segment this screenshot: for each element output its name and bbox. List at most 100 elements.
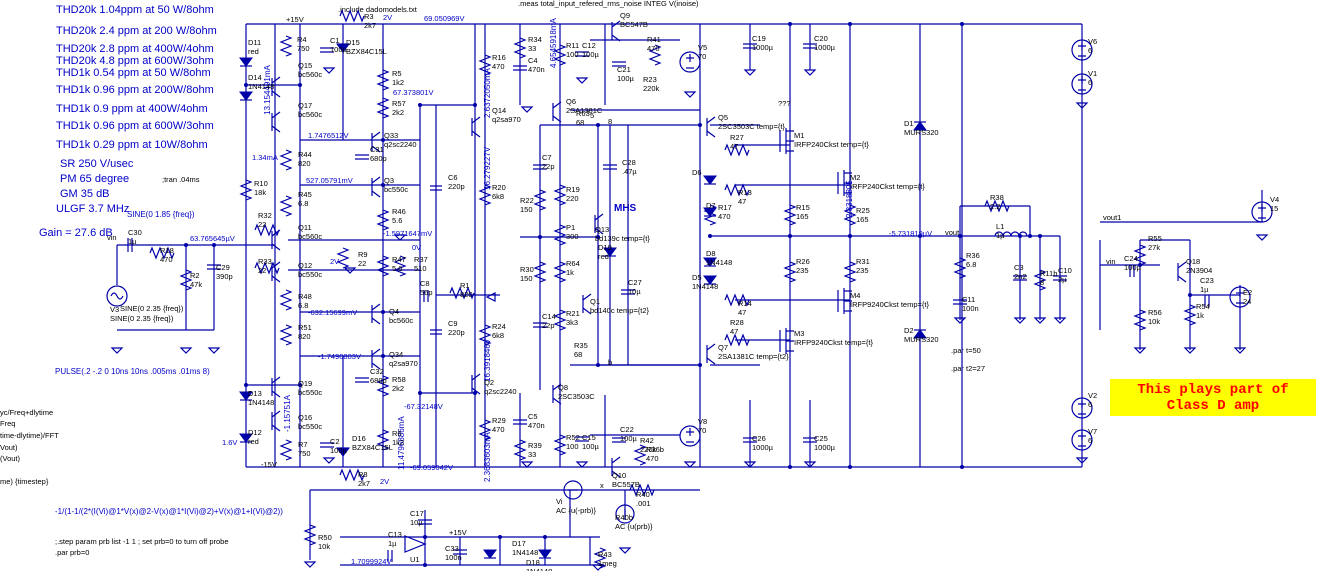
- class-d-note-line: Class D amp: [1166, 397, 1260, 414]
- gain-label: Gain = 27.6 dB: [39, 227, 113, 239]
- component-value: 5.6: [392, 264, 402, 273]
- component-ref: Q8: [558, 383, 568, 392]
- component-value: 6.8: [298, 301, 308, 310]
- component-ref: Q2: [484, 378, 494, 387]
- component-value: bc550c: [298, 270, 322, 279]
- component-ref: R20: [492, 183, 506, 192]
- net-label-plus15: +15V: [286, 15, 304, 24]
- component-ref: C15: [582, 433, 596, 442]
- component-ref: D19: [598, 243, 612, 252]
- component-value: 24: [1243, 297, 1251, 306]
- component-value: bc550c: [298, 388, 322, 397]
- component-ref: C13: [388, 530, 402, 539]
- component-value: 100µ: [582, 50, 600, 59]
- component-value: 33: [528, 44, 536, 53]
- component-ref: V1: [1088, 69, 1097, 78]
- component-ref: R51: [298, 323, 312, 332]
- component-ref: R50: [318, 533, 332, 542]
- component-value: 220k: [643, 84, 660, 93]
- par-directive: .par t=50: [951, 346, 981, 355]
- component-ref: C25: [814, 434, 828, 443]
- component-ref: R1: [460, 281, 470, 290]
- component-value: 8: [1040, 278, 1044, 287]
- component-ref: C11: [962, 295, 975, 304]
- vertical-readouts: 13.154491mA 2.6372050mA 16.279227V 4.654…: [263, 18, 854, 482]
- component-value: 150: [520, 274, 533, 283]
- component-value: 750: [297, 44, 310, 53]
- component-ref: R28: [730, 318, 744, 327]
- current-readout: 4.6545918mA: [549, 18, 558, 68]
- component-ref: R5: [392, 69, 402, 78]
- voltage-sources: [106, 39, 1273, 524]
- component-ref: C3: [1014, 263, 1024, 272]
- component-value: 1N4148: [512, 548, 538, 557]
- component-value: 100µ: [617, 74, 635, 83]
- component-ref: V4: [1270, 195, 1279, 204]
- capacitors: [127, 43, 1210, 562]
- node-voltage: 2V: [380, 477, 389, 486]
- component-ref: Q16: [298, 413, 312, 422]
- net-label-unknown: ???: [778, 99, 791, 108]
- component-ref: C21: [617, 65, 631, 74]
- net-label-vout1: vout1: [1103, 213, 1121, 222]
- node-voltage: 527.05791mV: [306, 176, 353, 185]
- component-ref: R6: [392, 429, 402, 438]
- component-ref: R40b: [615, 513, 633, 522]
- component-value: bc560c: [298, 232, 322, 241]
- perf-line: ULGF 3.7 MHz: [56, 203, 129, 215]
- component-ref: R57: [392, 99, 406, 108]
- component-value: 470: [492, 62, 505, 71]
- component-ref: C7: [542, 153, 552, 162]
- component-ref: Vi: [556, 497, 563, 506]
- component-ref: R38: [990, 193, 1004, 202]
- component-ref: Q1: [590, 297, 600, 306]
- opamp-u1: [404, 535, 427, 553]
- component-value: 47: [738, 308, 746, 317]
- component-ref: C19: [752, 34, 766, 43]
- component-value: 1µ: [1200, 285, 1209, 294]
- component-value: 2k7: [364, 21, 376, 30]
- component-value: IRFP240Ckst temp={t}: [850, 182, 925, 191]
- component-value: 150: [520, 205, 533, 214]
- component-value: 2k7: [358, 479, 370, 488]
- component-ref: D6: [692, 168, 702, 177]
- component-ref: R55: [1148, 234, 1162, 243]
- voltage-readout: 16.279227V: [483, 146, 492, 190]
- net-label-vin: vin: [107, 233, 117, 242]
- component-ref: Q5: [718, 113, 728, 122]
- component-ref: R27: [730, 133, 744, 142]
- component-ref: R32: [258, 211, 272, 220]
- component-value: 18k: [254, 188, 266, 197]
- component-ref: C24: [1124, 254, 1138, 263]
- component-value: 70: [698, 52, 706, 61]
- node-voltage: -67.32148V: [404, 402, 443, 411]
- component-ref: D8: [706, 249, 716, 258]
- component-ref: C23: [1200, 276, 1214, 285]
- component-value: 100µ: [330, 45, 348, 54]
- component-value: 390p: [216, 272, 233, 281]
- component-ref: V2: [1088, 391, 1097, 400]
- component-value: 22: [258, 266, 266, 275]
- component-value: 47: [738, 197, 746, 206]
- component-labels: R32k7R4750D15BZX84C15LR51k2R572k2Q15bc56…: [110, 11, 1279, 571]
- component-value: IRFP9240Ckst temp={t}: [794, 338, 873, 347]
- component-value: red: [248, 47, 259, 56]
- component-ref: C30: [128, 228, 142, 237]
- component-value: red: [248, 437, 259, 446]
- component-value: q2sa970: [389, 359, 418, 368]
- component-ref: R39: [528, 441, 542, 450]
- node-voltage: -1.7490803V: [318, 352, 361, 361]
- component-ref: R58: [392, 375, 406, 384]
- component-value: 6.8: [298, 199, 308, 208]
- component-value: 680p: [370, 376, 387, 385]
- component-ref: U1: [410, 555, 420, 564]
- node-voltage: -5.731819µV: [889, 229, 932, 238]
- include-directive: .include dadomodels.txt: [338, 5, 418, 14]
- inductor-l1: [994, 231, 1028, 237]
- output-stage: [710, 24, 1263, 467]
- component-ref: P1: [566, 223, 575, 232]
- component-value: 1000µ: [814, 43, 836, 52]
- spec-line: THD1k 0.29 ppm at 10W/8ohm: [56, 139, 208, 151]
- component-value: 2SA1381C: [566, 106, 603, 115]
- component-value: 2SC3503C: [558, 392, 595, 401]
